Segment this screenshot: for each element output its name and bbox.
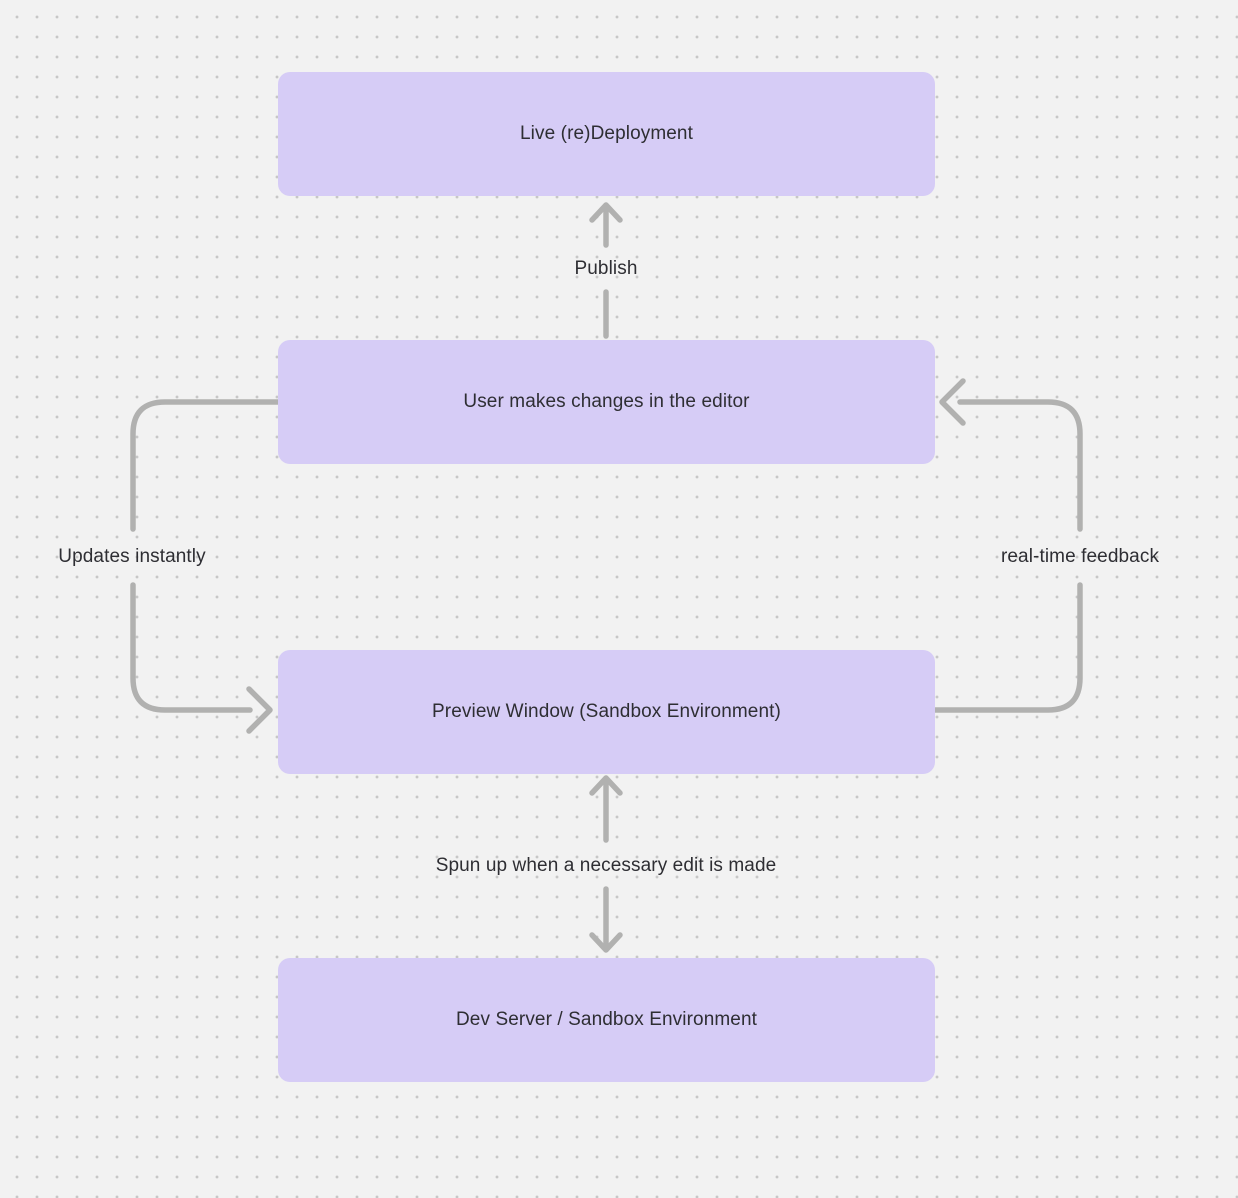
arrowhead-right-icon <box>246 686 273 734</box>
node-preview-window[interactable]: Preview Window (Sandbox Environment) <box>278 650 935 774</box>
spun-up-edge-label: Spun up when a necessary edit is made <box>435 855 777 876</box>
arrowhead-up-icon <box>589 202 623 223</box>
arrowhead-left-icon <box>939 378 966 426</box>
real-time-feedback-edge-label: real-time feedback <box>1000 546 1160 567</box>
updates-instantly-edge-label: Updates instantly <box>58 546 206 567</box>
arrowhead-up-icon <box>589 775 623 796</box>
node-user-editor[interactable]: User makes changes in the editor <box>278 340 935 464</box>
node-live-redeployment-label: Live (re)Deployment <box>520 123 693 144</box>
node-live-redeployment[interactable]: Live (re)Deployment <box>278 72 935 196</box>
node-dev-server-label: Dev Server / Sandbox Environment <box>455 1009 757 1030</box>
node-user-editor-label: User makes changes in the editor <box>463 391 750 412</box>
node-preview-window-label: Preview Window (Sandbox Environment) <box>432 701 781 722</box>
node-dev-server[interactable]: Dev Server / Sandbox Environment <box>278 958 935 1082</box>
arrowhead-down-icon <box>589 932 623 953</box>
publish-edge-label: Publish <box>574 258 638 279</box>
